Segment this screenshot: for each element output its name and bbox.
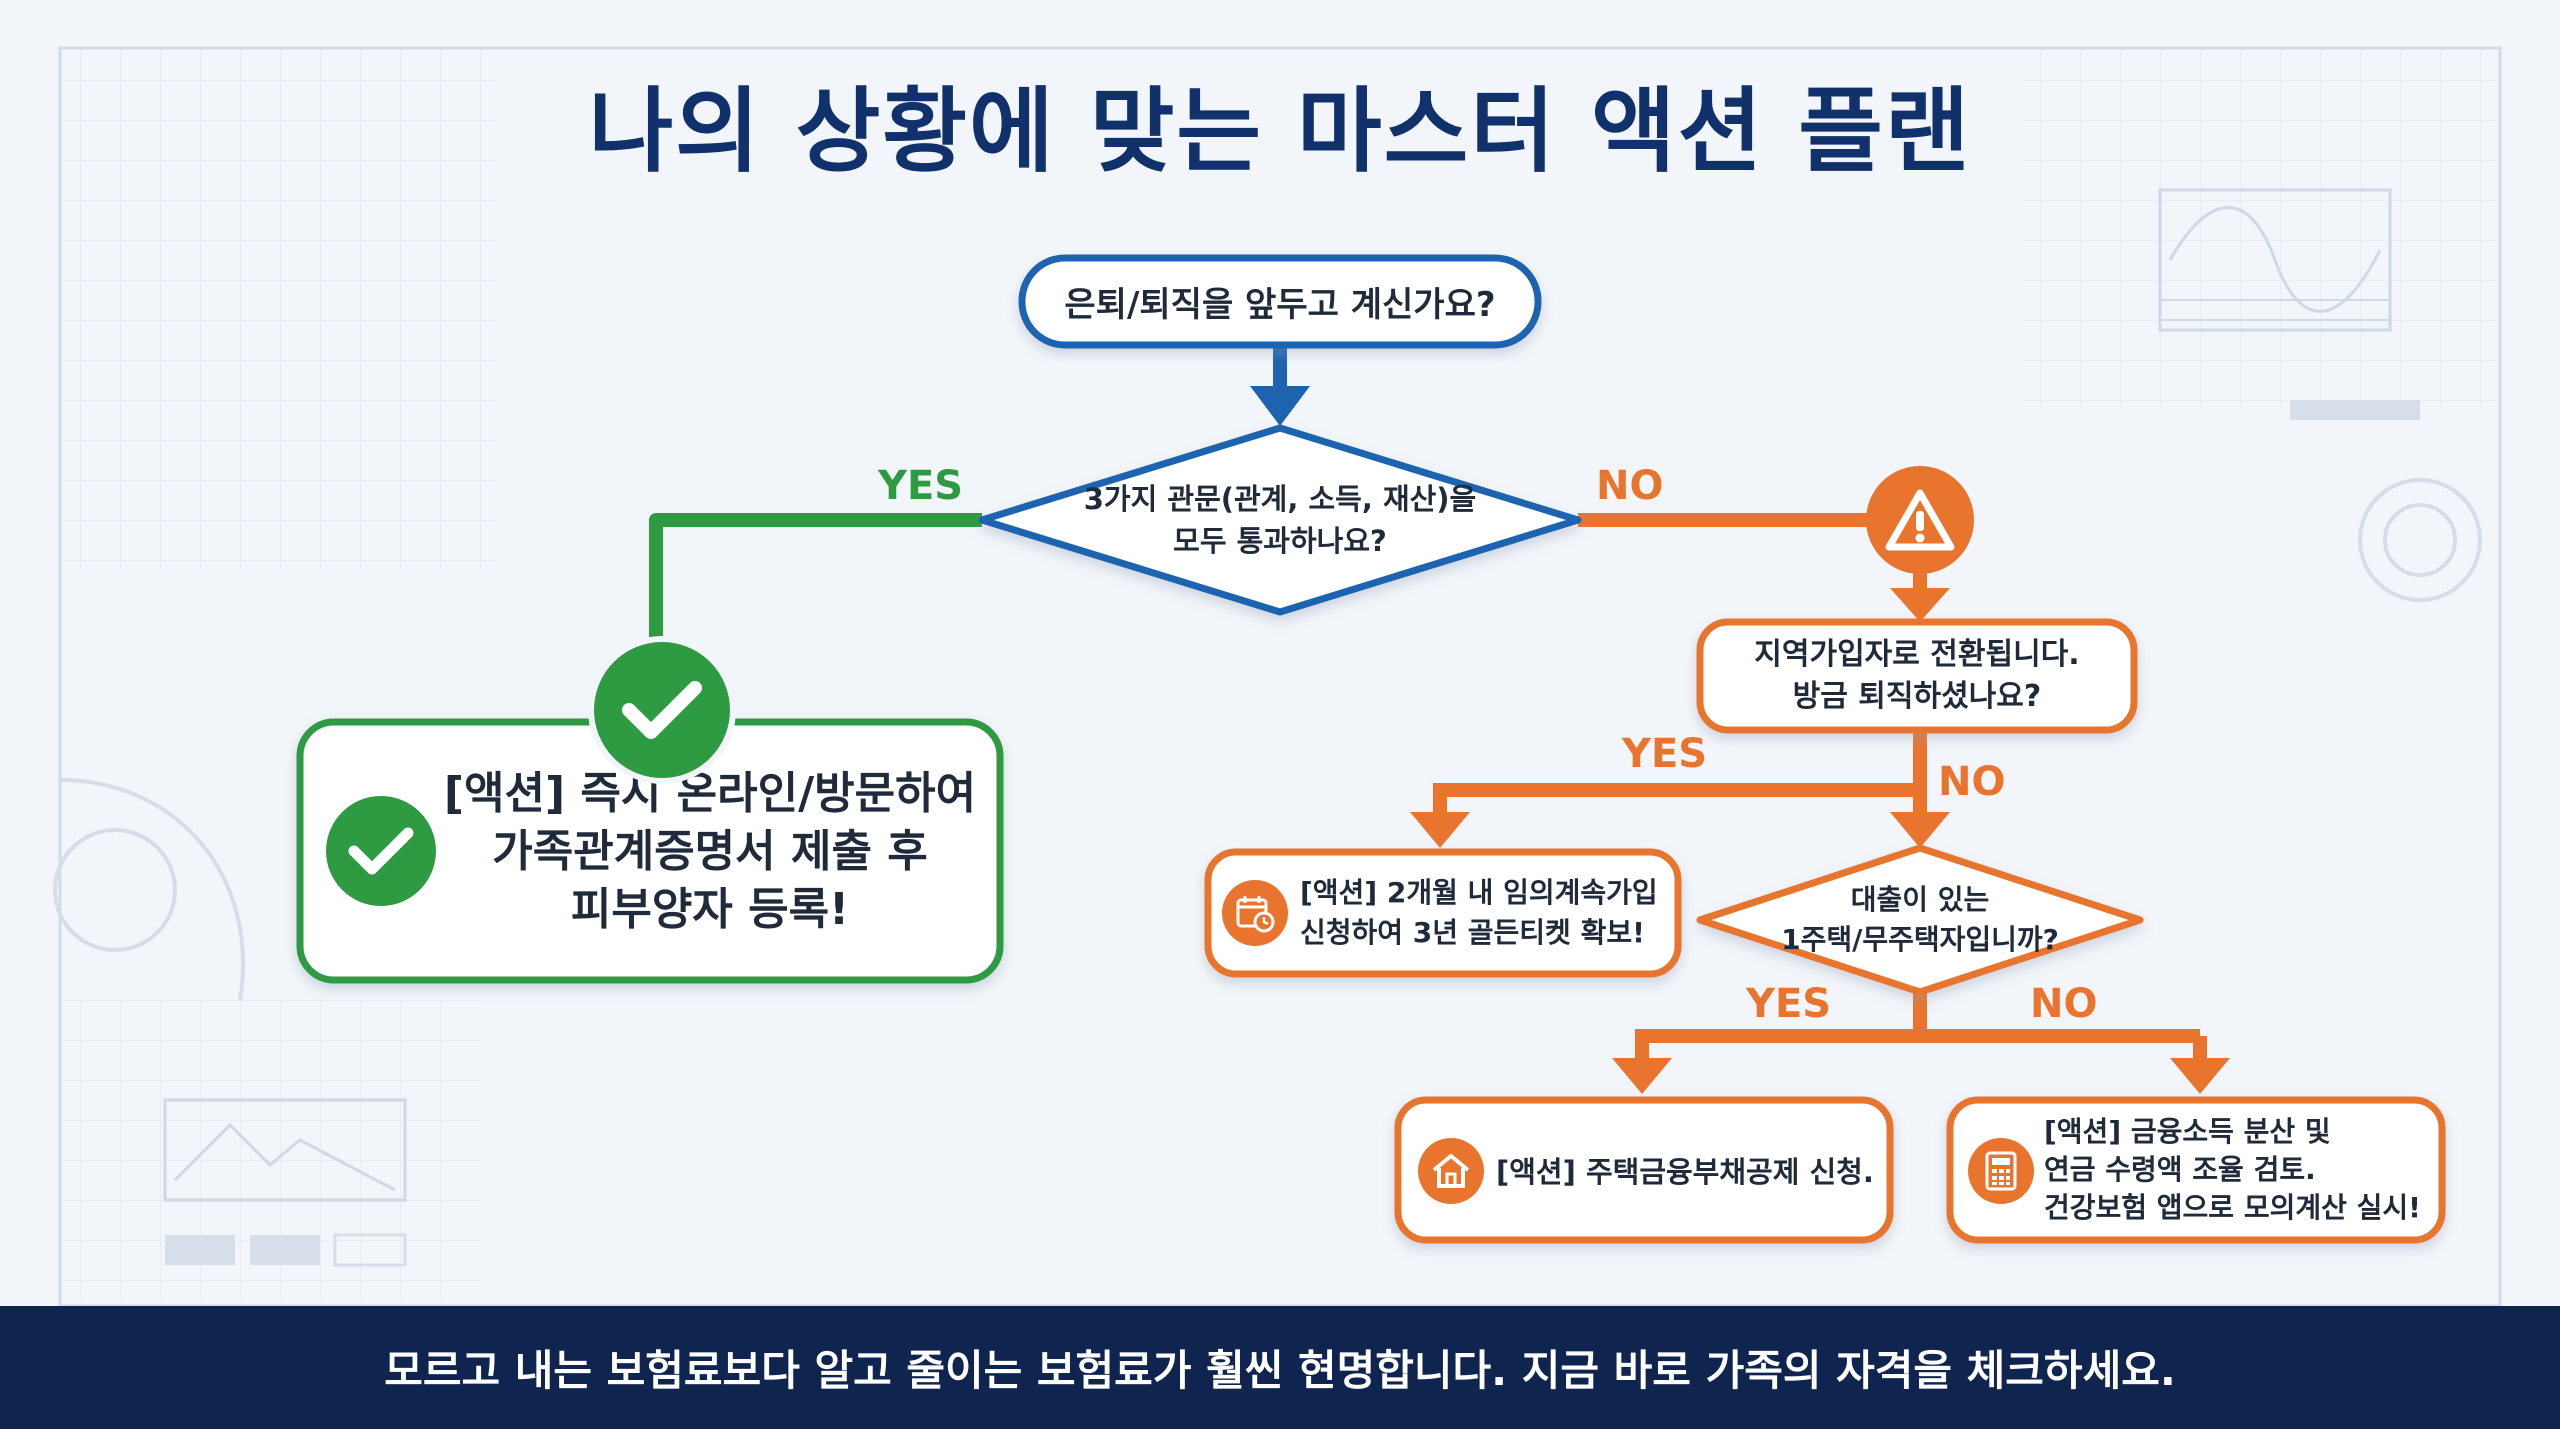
no-label-housing: NO bbox=[2030, 981, 2098, 1027]
check-icon bbox=[588, 636, 736, 784]
decision-main-node bbox=[978, 424, 1582, 616]
action-green-text: [액션] 즉시 온라인/방문하여 가족관계증명서 제출 후 피부양자 등록! bbox=[443, 768, 977, 935]
action-income-text: [액션] 금융소득 분산 및 연금 수령액 조율 검토. 건강보험 앱으로 모의… bbox=[2044, 1115, 2421, 1224]
connector-housing-split bbox=[1612, 992, 2230, 1094]
question-regional-text: 지역가입자로 전환됩니다. 방금 퇴직하셨나요? bbox=[1754, 637, 2080, 714]
footer-banner: 모르고 내는 보험료보다 알고 줄이는 보험료가 훨씬 현명합니다. 지금 바로… bbox=[0, 1306, 2560, 1429]
yes-label-housing: YES bbox=[1746, 981, 1832, 1027]
start-text: 은퇴/퇴직을 앞두고 계신가요? bbox=[1064, 285, 1496, 325]
question-regional-node bbox=[1696, 618, 2138, 734]
action-housing-text: [액션] 주택금융부채공제 신청. bbox=[1496, 1155, 1874, 1189]
calendar-clock-icon bbox=[1222, 880, 1288, 946]
no-label-main: NO bbox=[1596, 463, 1664, 509]
action-continuation-node bbox=[1204, 848, 1682, 978]
connector-regional-split bbox=[1410, 730, 1950, 848]
no-label-regional: NO bbox=[1938, 759, 2006, 805]
check-icon bbox=[326, 796, 436, 906]
decision-housing-node bbox=[1696, 844, 2144, 996]
connector-yes-main bbox=[649, 513, 982, 640]
yes-label-regional: YES bbox=[1622, 731, 1708, 777]
action-continuation-text: [액션] 2개월 내 임의계속가입 신청하여 3년 골든티켓 확보! bbox=[1300, 876, 1658, 949]
page-title: 나의 상황에 맞는 마스터 액션 플랜 bbox=[588, 78, 1972, 185]
calculator-icon bbox=[1968, 1138, 2034, 1204]
action-housing-node bbox=[1394, 1096, 1894, 1244]
connector-start-to-decision bbox=[1250, 345, 1310, 426]
footer-message: 모르고 내는 보험료보다 알고 줄이는 보험료가 훨씬 현명합니다. 지금 바로… bbox=[384, 1346, 2176, 1395]
start-node bbox=[1018, 254, 1542, 349]
warning-icon bbox=[1866, 466, 1974, 574]
decision-main-text: 3가지 관문(관계, 소득, 재산)을 모두 통과하나요? bbox=[1083, 482, 1477, 558]
decision-housing-text: 대출이 있는 1주택/무주택자입니까? bbox=[1781, 883, 2059, 956]
action-income-node bbox=[1946, 1096, 2446, 1244]
yes-label-main: YES bbox=[878, 463, 964, 509]
house-icon bbox=[1418, 1138, 1484, 1204]
